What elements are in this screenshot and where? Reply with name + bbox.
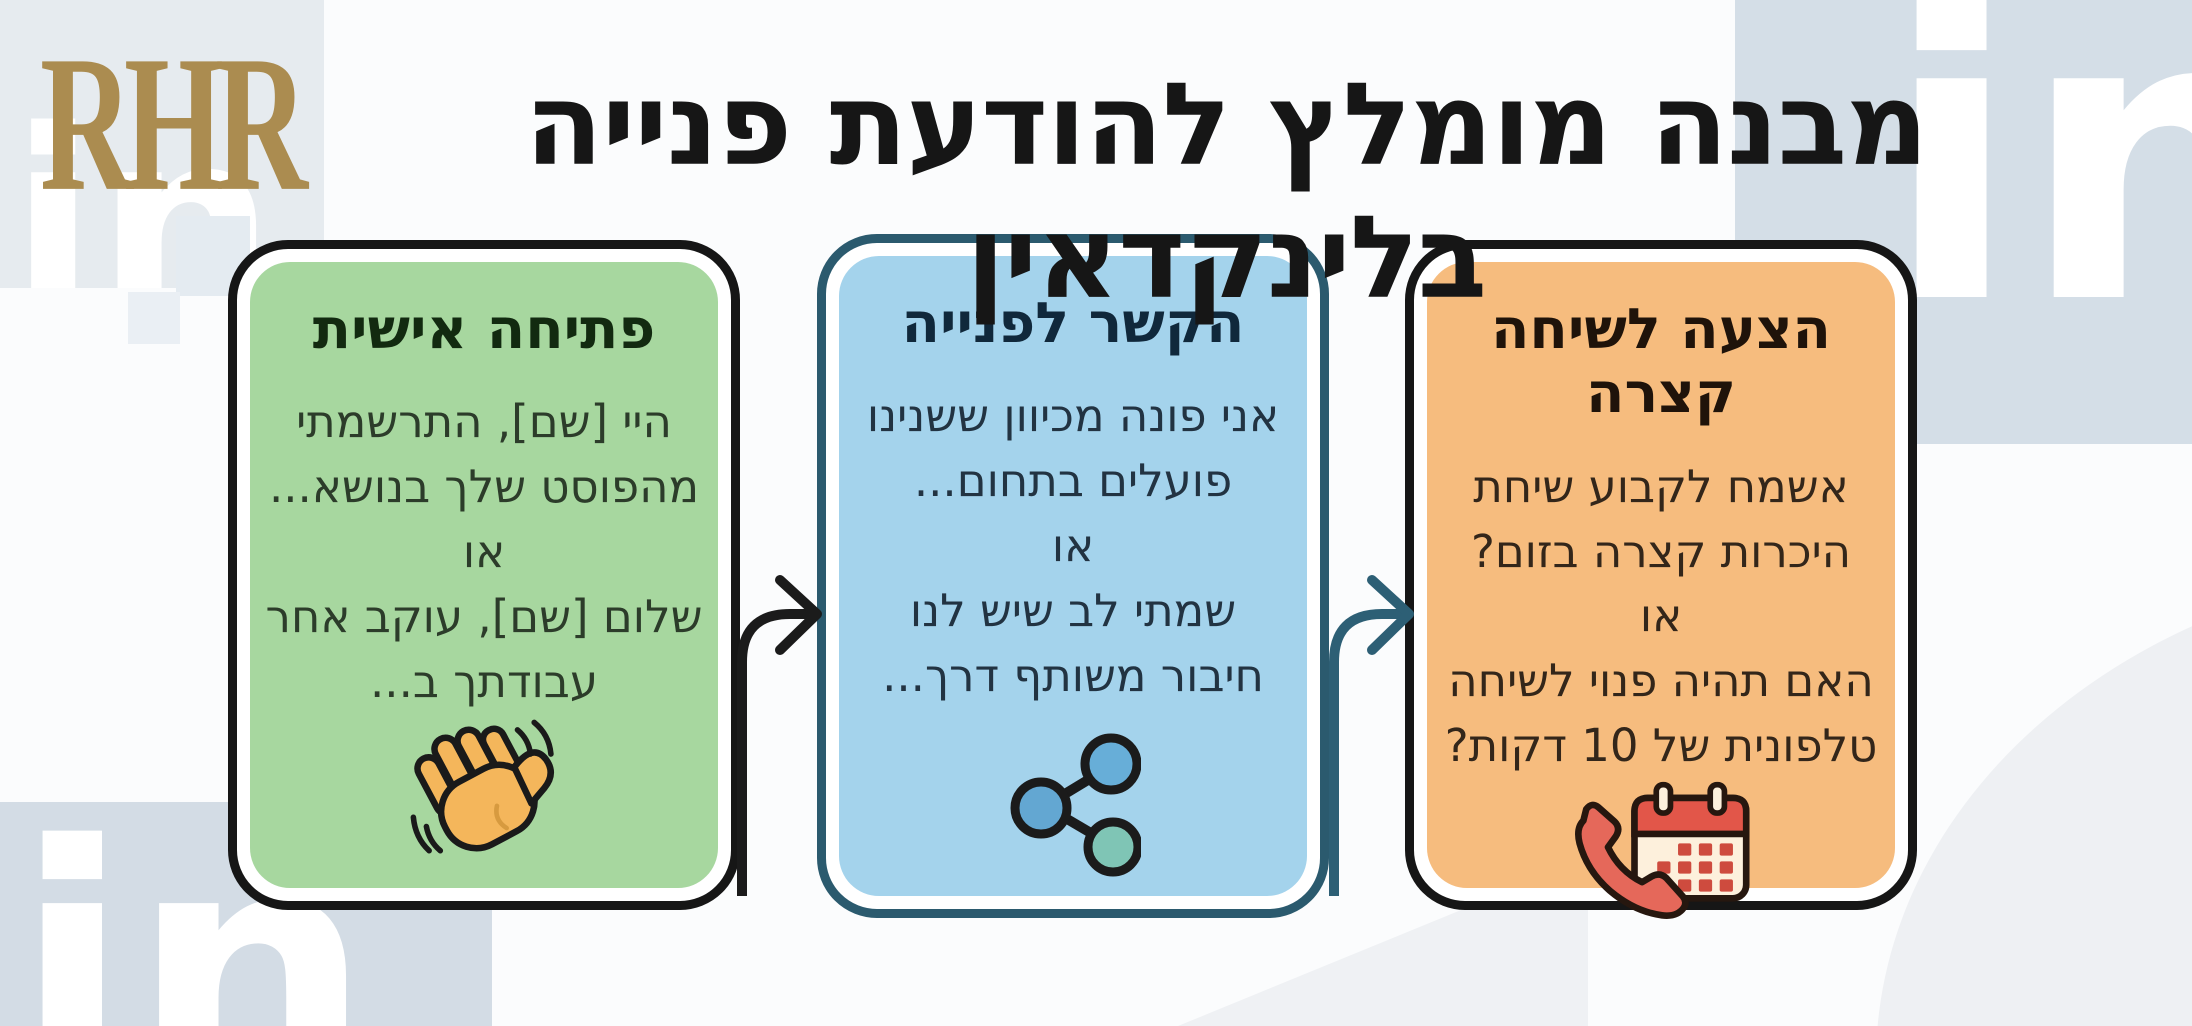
body-line: או [1051, 518, 1095, 572]
flow-arrow-right-1 [737, 575, 822, 896]
card-personal-opening-fill: פתיחה אישית היי [שם], התרשמתי מהפוסט שלך… [250, 262, 718, 888]
page-title: מבנה מומלץ להודעת פנייה בלינקדאין [524, 58, 1929, 324]
body-line: היכרות קצרה בזום? [1470, 524, 1852, 578]
card-title: פתיחה אישית [312, 297, 656, 362]
card-personal-opening: פתיחה אישית היי [שם], התרשמתי מהפוסט שלך… [228, 240, 740, 910]
linkedin-watermark-tile-top-left: in [0, 0, 324, 288]
card-body-text: היי [שם], התרשמתי מהפוסט שלך בנושא... או… [266, 390, 703, 714]
card-body-text: אני פונה מכיוון ששנינו פועלים בתחום... א… [867, 384, 1279, 708]
rhr-logo: RHR [40, 15, 308, 232]
body-line: פועלים בתחום... [913, 454, 1233, 508]
share-network-icon [1005, 728, 1143, 878]
body-line: טלפונית של 10 דקות? [1444, 718, 1878, 772]
body-line: חיבור משותף דרך... [882, 648, 1264, 702]
card-title: הקשר לפנייה [901, 291, 1245, 356]
card-context-fill: הקשר לפנייה אני פונה מכיוון ששנינו פועלי… [839, 256, 1307, 896]
body-line: שלום [שם], עוקב אחר [265, 589, 703, 643]
body-line: האם תהיה פנוי לשיחה [1448, 654, 1874, 708]
phone-calendar-icon [1566, 779, 1756, 921]
body-line: מהפוסט שלך בנושא... [268, 460, 700, 514]
flow-arrow-right-2 [1329, 575, 1414, 896]
background-square-decoration [128, 292, 180, 344]
background-circle-decoration [1876, 562, 2192, 1026]
body-line: שמתי לב שיש לנו [909, 583, 1237, 637]
linkedin-in-glyph: in [1883, 0, 2192, 392]
card-short-call-offer-fill: הצעה לשיחה קצרה אשמח לקבוע שיחת היכרות ק… [1427, 262, 1895, 919]
card-short-call-offer: הצעה לשיחה קצרה אשמח לקבוע שיחת היכרות ק… [1405, 240, 1917, 919]
body-line: או [462, 524, 506, 578]
body-line: או [1639, 589, 1683, 643]
linkedin-watermark-tile-top-right: in [1735, 0, 2192, 444]
body-line: אני פונה מכיוון ששנינו [866, 389, 1280, 443]
waving-hand-icon [405, 714, 563, 874]
body-line: אשמח לקבוע שיחת [1473, 459, 1849, 513]
body-line: עבודתך ב... [370, 654, 598, 708]
card-context: הקשר לפנייה אני פונה מכיוון ששנינו פועלי… [817, 234, 1329, 918]
card-title: הצעה לשיחה קצרה [1490, 297, 1832, 427]
card-body-text: אשמח לקבוע שיחת היכרות קצרה בזום? או האם… [1445, 455, 1878, 779]
body-line: היי [שם], התרשמתי [296, 395, 672, 449]
